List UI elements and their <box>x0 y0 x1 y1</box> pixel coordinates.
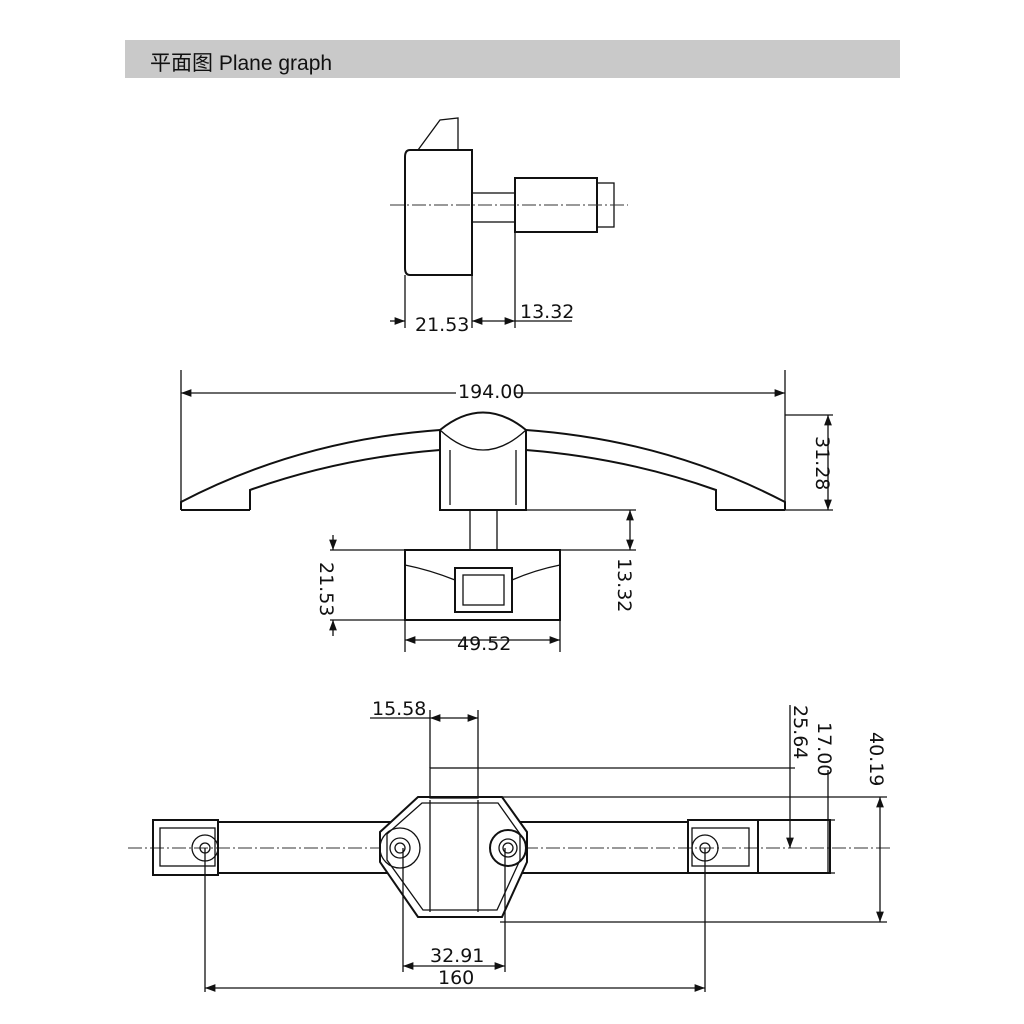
dim-base-height: 21.53 <box>315 562 337 616</box>
dim-body-height: 40.19 <box>865 732 887 786</box>
dim-cylinder-width: 15.58 <box>372 698 426 720</box>
dim-width: 194.00 <box>458 381 524 403</box>
dim-mount-spacing: 160 <box>438 967 474 989</box>
dim-base-width: 49.52 <box>457 633 511 655</box>
dim-cylinder-offset: 25.64 <box>789 705 811 759</box>
side-view: 21.53 13.32 <box>390 117 628 336</box>
dim-shaft-length: 13.32 <box>613 558 635 612</box>
dim-side-right: 13.32 <box>520 301 574 323</box>
dim-bar-width: 17.00 <box>813 722 835 776</box>
front-view: 194.00 31.28 21.53 13.32 49.52 <box>180 370 833 655</box>
dim-height: 31.28 <box>811 436 833 490</box>
plan-view: 15.58 25.64 17.00 40.19 32.91 160 <box>128 698 890 992</box>
dim-hole-spacing: 32.91 <box>430 945 484 967</box>
section-title: 平面图 Plane graph <box>150 52 333 75</box>
section-header: 平面图 Plane graph <box>125 40 900 78</box>
dim-side-left: 21.53 <box>415 314 469 336</box>
